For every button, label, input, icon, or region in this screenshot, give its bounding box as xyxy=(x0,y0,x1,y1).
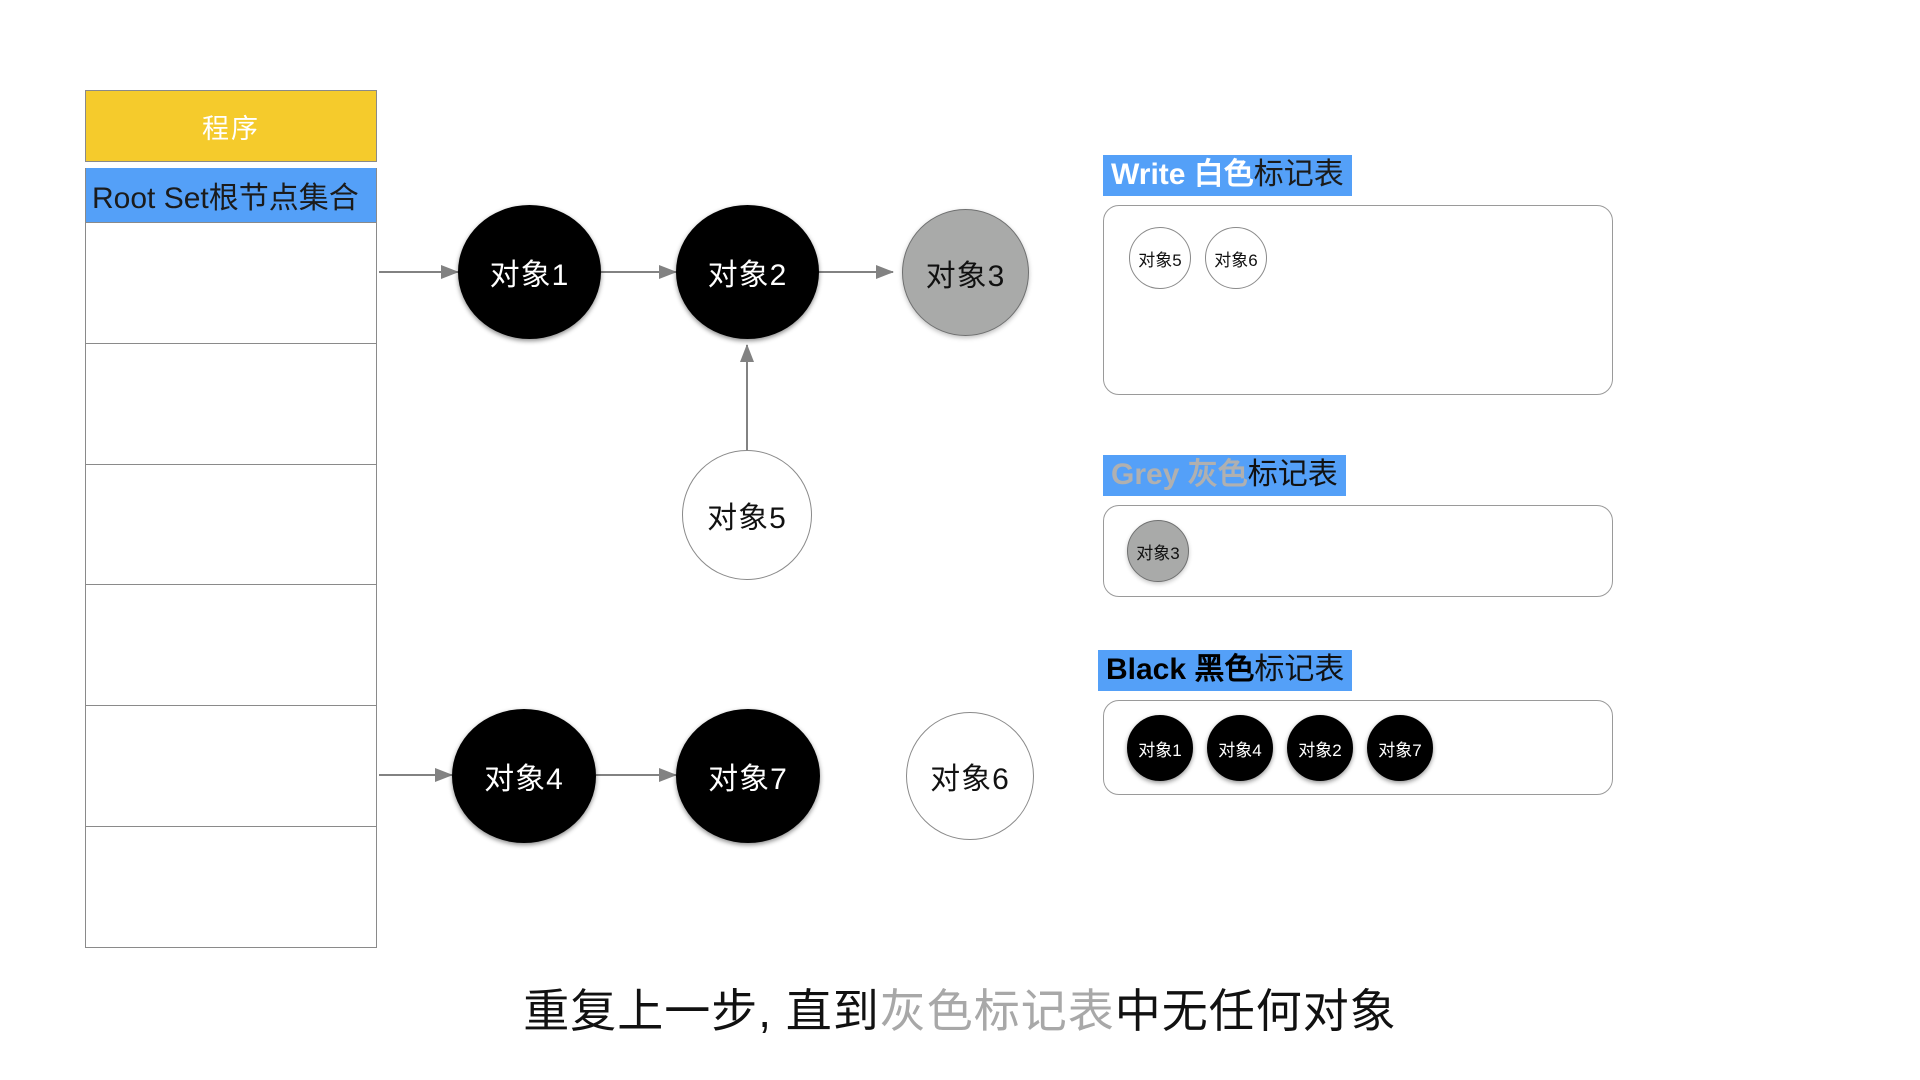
white-mark-table-items: 对象5 对象6 xyxy=(1129,227,1267,289)
mark-chip-label: 对象3 xyxy=(1136,543,1180,563)
white-mark-table-title: Write 白色标记表 xyxy=(1103,155,1352,197)
root-set-slot xyxy=(86,463,376,585)
mark-chip-obj3[interactable]: 对象3 xyxy=(1127,520,1189,582)
program-header-label: 程序 xyxy=(202,113,260,144)
graph-node-label: 对象1 xyxy=(489,259,570,292)
graph-node-label: 对象7 xyxy=(708,763,788,796)
graph-node-obj6[interactable]: 对象6 xyxy=(906,712,1034,840)
caption-highlight: 灰色标记表 xyxy=(879,985,1115,1037)
mark-chip-label: 对象1 xyxy=(1138,740,1182,760)
root-set-table: Root Set根节点集合 xyxy=(85,168,377,948)
root-set-slot xyxy=(86,826,376,947)
graph-node-obj5[interactable]: 对象5 xyxy=(682,450,812,580)
white-mark-table: Write 白色标记表 对象5 对象6 xyxy=(1103,155,1613,405)
black-mark-table: Black 黑色标记表 对象1 对象4 对象2 对象7 xyxy=(1098,650,1613,800)
root-set-slot xyxy=(86,584,376,706)
black-mark-table-tail: 标记表 xyxy=(1254,653,1345,686)
root-set-header: Root Set根节点集合 xyxy=(86,168,376,222)
graph-node-obj4[interactable]: 对象4 xyxy=(452,709,596,843)
mark-chip-label: 对象4 xyxy=(1218,740,1262,760)
grey-mark-table-tail: 标记表 xyxy=(1247,458,1338,491)
mark-chip-obj6[interactable]: 对象6 xyxy=(1205,227,1267,289)
black-mark-table-title: Black 黑色标记表 xyxy=(1098,650,1353,692)
mark-chip-obj4[interactable]: 对象4 xyxy=(1207,715,1273,781)
mark-chip-obj1[interactable]: 对象1 xyxy=(1127,715,1193,781)
white-mark-table-box xyxy=(1103,205,1613,395)
caption-lead: 重复上一步, 直到 xyxy=(523,985,880,1037)
grey-mark-table-items: 对象3 xyxy=(1127,520,1189,582)
root-set-label: Root Set根节点集合 xyxy=(92,182,359,215)
black-mark-table-keyword: Black 黑色 xyxy=(1106,653,1255,686)
graph-node-label: 对象5 xyxy=(707,502,787,535)
graph-node-label: 对象3 xyxy=(925,259,1006,293)
black-mark-table-items: 对象1 对象4 对象2 对象7 xyxy=(1127,715,1433,781)
graph-node-obj2[interactable]: 对象2 xyxy=(676,205,819,339)
mark-chip-obj7[interactable]: 对象7 xyxy=(1367,715,1433,781)
grey-mark-table-title: Grey 灰色标记表 xyxy=(1103,455,1346,497)
white-mark-table-keyword: Write 白色 xyxy=(1111,158,1254,191)
grey-mark-table: Grey 灰色标记表 对象3 xyxy=(1103,455,1613,600)
mark-chip-label: 对象6 xyxy=(1214,250,1258,270)
mark-chip-obj2[interactable]: 对象2 xyxy=(1287,715,1353,781)
mark-chip-label: 对象5 xyxy=(1138,250,1182,270)
root-set-slot xyxy=(86,222,376,343)
mark-chip-label: 对象2 xyxy=(1298,740,1342,760)
graph-node-label: 对象6 xyxy=(930,763,1010,796)
graph-node-label: 对象2 xyxy=(707,259,788,292)
diagram-caption: 重复上一步, 直到灰色标记表中无任何对象 xyxy=(0,975,1920,1041)
graph-node-obj3[interactable]: 对象3 xyxy=(902,209,1029,336)
graph-node-obj1[interactable]: 对象1 xyxy=(458,205,601,339)
graph-node-label: 对象4 xyxy=(484,763,564,796)
root-set-slot xyxy=(86,705,376,827)
caption-tail: 中无任何对象 xyxy=(1114,985,1397,1037)
root-set-slot xyxy=(86,342,376,464)
mark-chip-obj5[interactable]: 对象5 xyxy=(1129,227,1191,289)
graph-node-obj7[interactable]: 对象7 xyxy=(676,709,820,843)
program-header: 程序 xyxy=(85,90,377,162)
grey-mark-table-keyword: Grey 灰色 xyxy=(1111,458,1248,491)
mark-chip-label: 对象7 xyxy=(1378,740,1422,760)
white-mark-table-tail: 标记表 xyxy=(1253,158,1344,191)
